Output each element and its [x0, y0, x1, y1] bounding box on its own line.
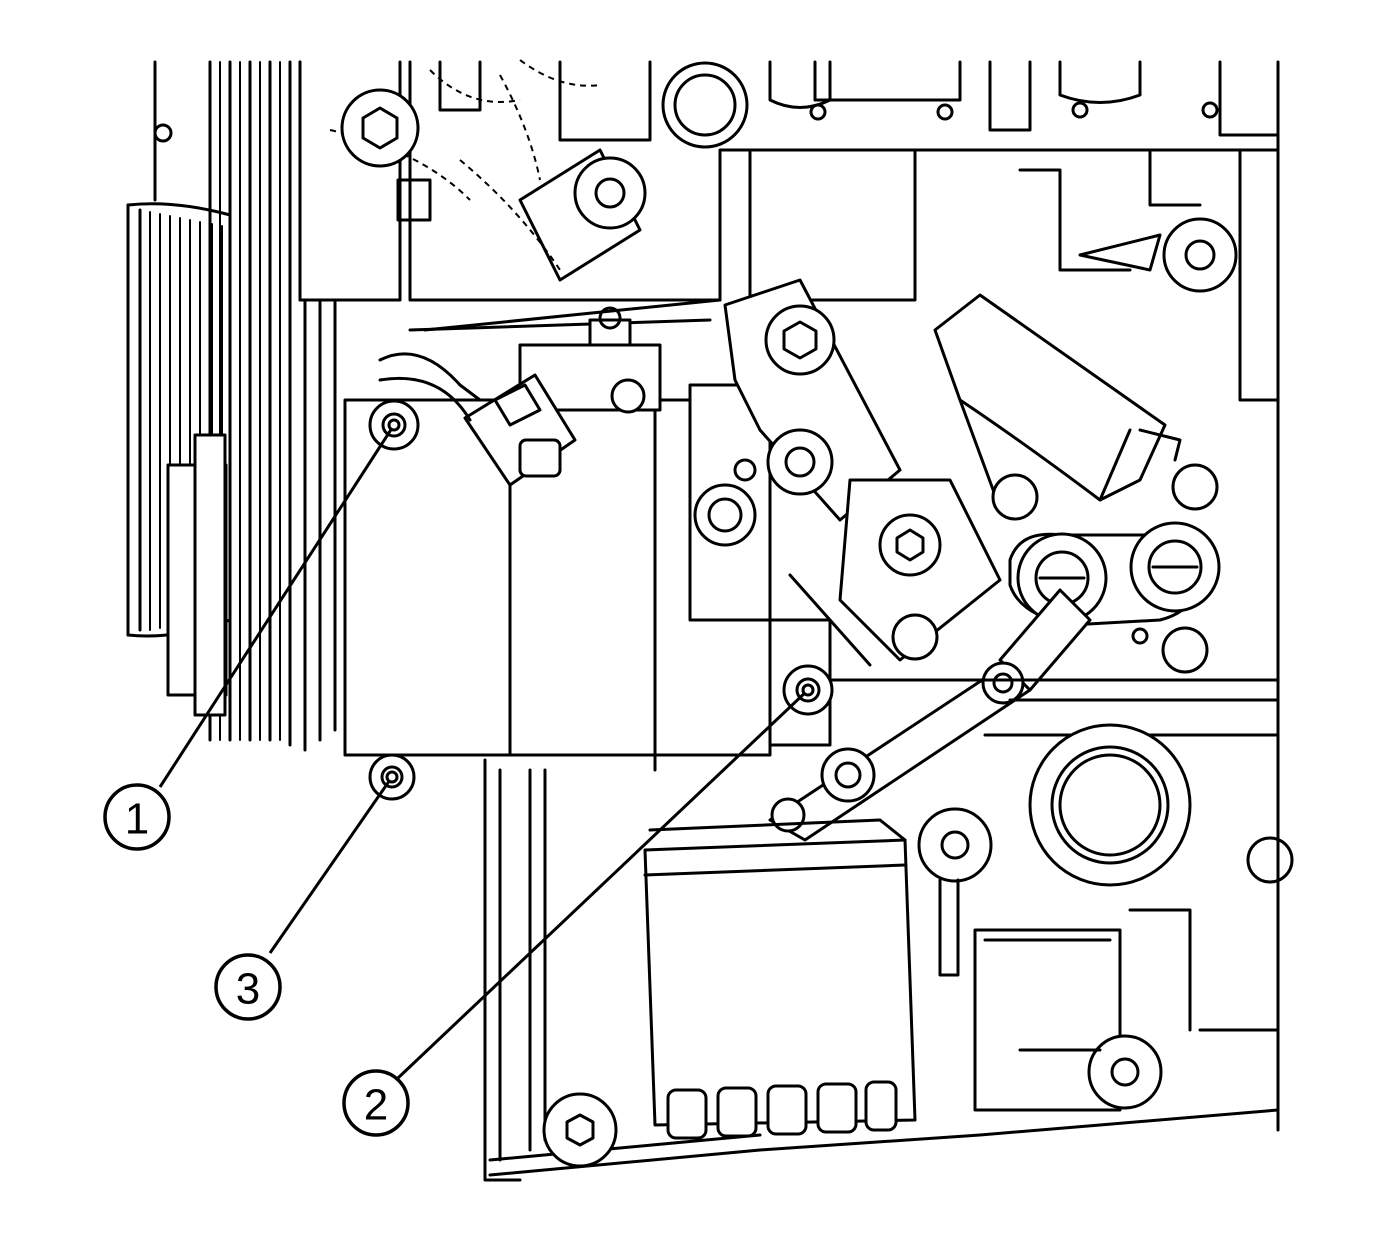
callout-3: 3	[214, 770, 399, 1021]
engine-block-lower	[828, 678, 1294, 1112]
oil-filter	[643, 818, 917, 1140]
callout-1-label: 1	[125, 795, 149, 844]
callout-3-label: 3	[236, 965, 260, 1014]
callout-2-label: 2	[364, 1081, 388, 1130]
callout-1: 1	[103, 418, 401, 851]
callout-2: 2	[342, 683, 815, 1137]
refrigerant-hose	[933, 293, 1182, 502]
drive-belt-pulley	[126, 60, 337, 752]
oil-pan	[483, 758, 1280, 1182]
support-strut	[768, 588, 1092, 842]
compressor-electrical-connector	[378, 352, 577, 487]
upper-bolts	[340, 88, 1238, 293]
compressor-bracket	[723, 278, 1002, 667]
